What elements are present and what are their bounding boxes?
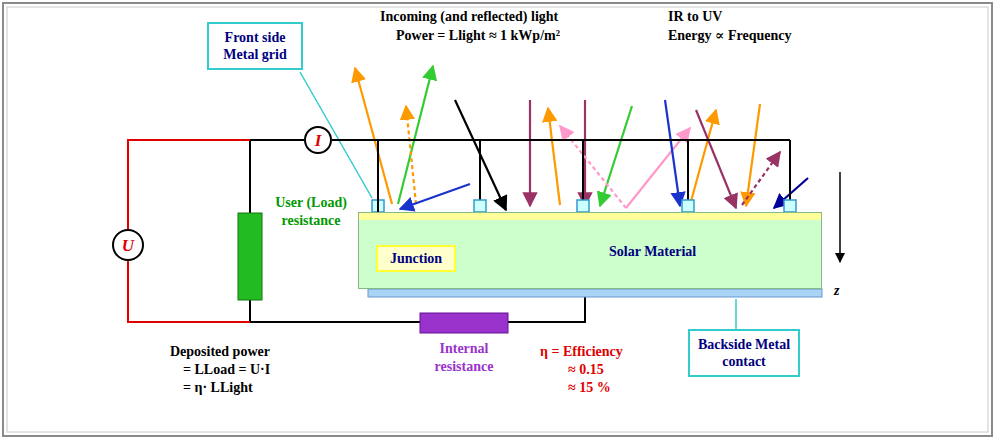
node-text: Solar Material	[609, 243, 696, 260]
drawing-line	[400, 184, 470, 209]
drawing-line	[560, 126, 626, 208]
drawing-line	[742, 152, 780, 205]
resistor-label: Internal resistance	[418, 340, 510, 376]
node-text: Front side Metal grid	[215, 29, 295, 63]
callout-box: Backside Metal contact	[688, 329, 800, 377]
efficiency-note: ≈ 0.15	[568, 361, 604, 379]
node-text: U	[122, 237, 134, 254]
drawing-line	[584, 100, 586, 206]
depth-axis-arrow	[839, 172, 841, 262]
axis-label: z	[834, 282, 839, 300]
drawing-rect	[474, 200, 486, 212]
power-formula: = η· LLight	[183, 379, 253, 397]
voltmeter-circle: U	[112, 229, 144, 261]
node-text: Junction	[390, 250, 442, 267]
drawing-line	[398, 66, 433, 204]
wire	[378, 140, 790, 200]
energy-note: Energy ∝ Frequency	[668, 27, 791, 45]
node-text: I	[315, 132, 322, 149]
drawing-line	[406, 106, 416, 204]
drawing-line	[696, 110, 736, 208]
solar-material-band: Solar Material Junction	[358, 212, 822, 289]
light-rays	[355, 66, 808, 210]
drawing-line	[746, 104, 760, 206]
load-label: User (Load) resistance	[270, 194, 352, 230]
leader-line	[300, 72, 372, 198]
drawing-rect	[682, 200, 694, 212]
spectrum-note: IR to UV	[668, 8, 722, 26]
front-grid-fingers	[372, 200, 796, 212]
power-note: Power = Llight ≈ 1 kWp/m²	[396, 27, 560, 45]
drawing-line	[529, 100, 531, 206]
leader-line	[735, 299, 737, 329]
efficiency-note: η = Efficiency	[540, 343, 623, 361]
node-text: Backside Metal contact	[696, 336, 792, 370]
light-heading: Incoming (and reflected) light	[380, 8, 558, 26]
picture-frame-inner	[7, 7, 988, 432]
drawing-line	[548, 108, 560, 205]
load-resistor-symbol	[238, 213, 262, 300]
junction-box: Junction	[376, 245, 456, 272]
efficiency-note: ≈ 15 %	[568, 379, 611, 397]
internal-resistor-symbol	[420, 313, 508, 333]
backside-contact	[368, 289, 822, 297]
drawing-line	[355, 68, 392, 204]
ammeter-circle: I	[304, 126, 332, 154]
drawing-rect	[784, 200, 796, 212]
power-formula: Deposited power	[170, 343, 270, 361]
power-formula: = LLoad = U·I	[183, 361, 270, 379]
voltmeter-wire	[128, 140, 250, 322]
picture-frame	[3, 3, 992, 436]
wire	[250, 139, 304, 141]
callout-box: Front side Metal grid	[207, 22, 303, 70]
drawing-line	[665, 100, 680, 206]
drawing-rect	[577, 200, 589, 212]
drawing-line	[600, 106, 632, 206]
